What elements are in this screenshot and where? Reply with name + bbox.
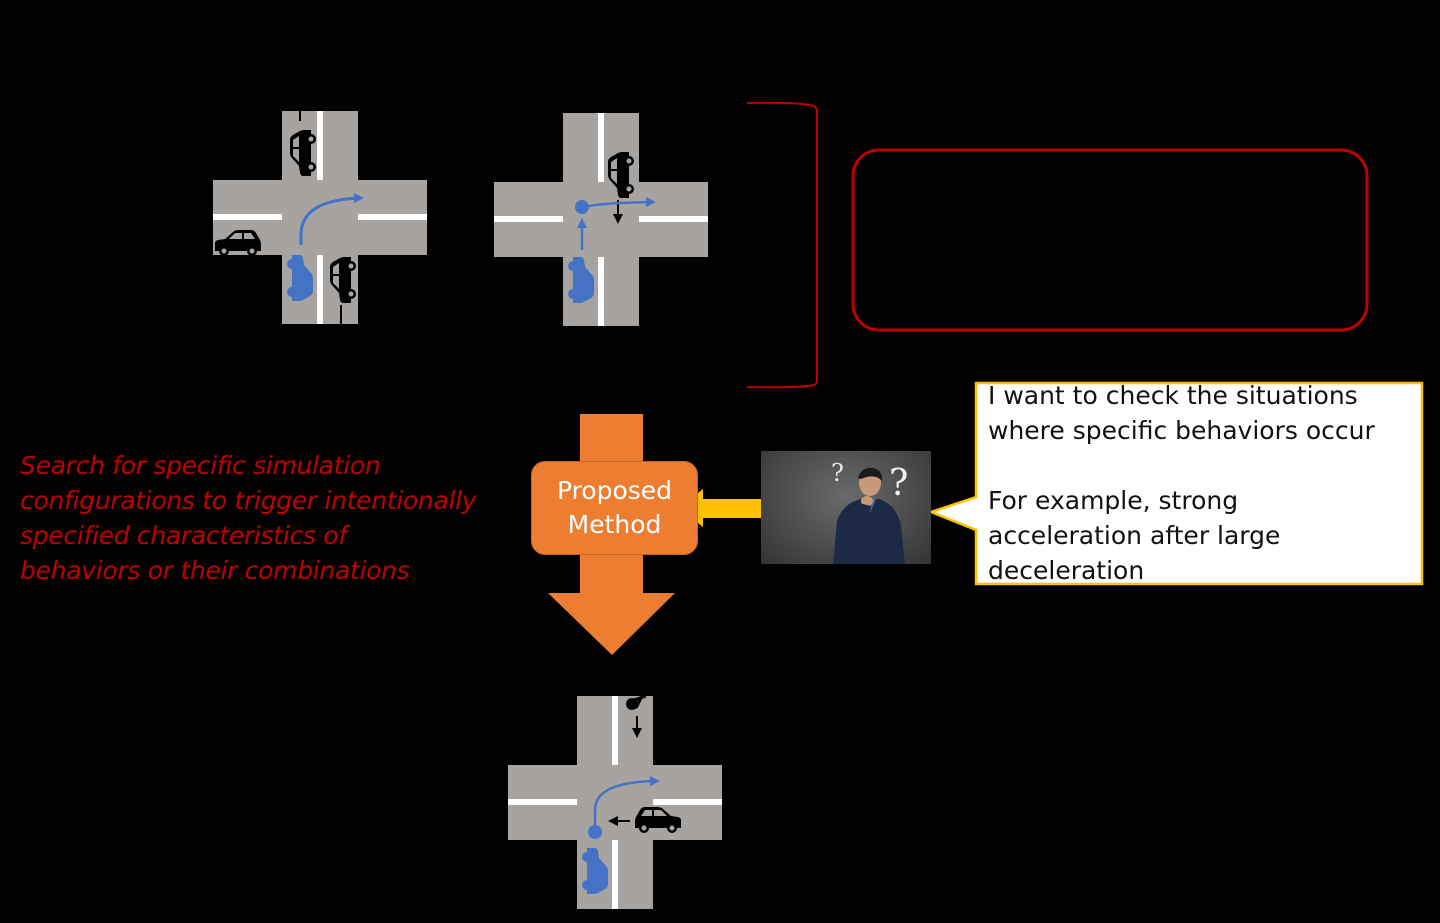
- ego-turn-arrow: [583, 197, 656, 209]
- lane-marking: [213, 214, 282, 220]
- ego-path-arrow: [299, 193, 364, 245]
- intersection-scenario-2: [494, 113, 708, 326]
- question-mark: ?: [889, 463, 908, 504]
- lane-marking: [612, 696, 618, 765]
- proposed-method-box: Proposed Method: [531, 461, 698, 555]
- bubble-line: deceleration: [988, 556, 1145, 585]
- question-mark: ?: [831, 459, 844, 487]
- lane-marking: [317, 255, 323, 324]
- search-description-line: specified characteristics of: [20, 521, 347, 550]
- search-description-line: configurations to trigger intentionally: [20, 486, 477, 515]
- intersection-scenario-1: [213, 111, 427, 324]
- lane-marking: [612, 840, 618, 909]
- search-description: Search for specific simulation configura…: [20, 448, 540, 588]
- search-description-line: Search for specific simulation: [20, 451, 381, 480]
- lane-marking: [653, 799, 722, 805]
- ego-turn-arrow: [593, 776, 660, 825]
- lane-marking: [639, 216, 708, 222]
- highlight-box: [851, 148, 1369, 332]
- scenario-bracket: [746, 101, 818, 389]
- speech-bubble: [927, 381, 1424, 586]
- person-thinking-icon: ? ?: [761, 451, 931, 564]
- bubble-line: acceleration after large: [988, 521, 1281, 550]
- lane-marking: [494, 216, 563, 222]
- bubble-line: [988, 448, 1418, 483]
- bubble-line: For example, strong: [988, 486, 1239, 515]
- lane-marking: [598, 113, 604, 182]
- speech-bubble-text: I want to check the situations where spe…: [988, 378, 1418, 588]
- intersection-scenario-result: [508, 694, 722, 909]
- method-label-line1: Proposed: [556, 476, 673, 505]
- method-label-line2: Method: [567, 510, 662, 539]
- flow-arrow: [548, 414, 675, 655]
- lane-marking: [508, 799, 577, 805]
- lane-marking: [598, 257, 604, 326]
- bubble-line: where specific behaviors occur: [988, 416, 1375, 445]
- lane-marking: [358, 214, 427, 220]
- stop-point: [588, 825, 602, 839]
- stop-point: [575, 200, 589, 214]
- search-description-line: behaviors or their combinations: [20, 556, 410, 585]
- bubble-line: I want to check the situations: [988, 381, 1358, 410]
- lane-marking: [317, 111, 323, 180]
